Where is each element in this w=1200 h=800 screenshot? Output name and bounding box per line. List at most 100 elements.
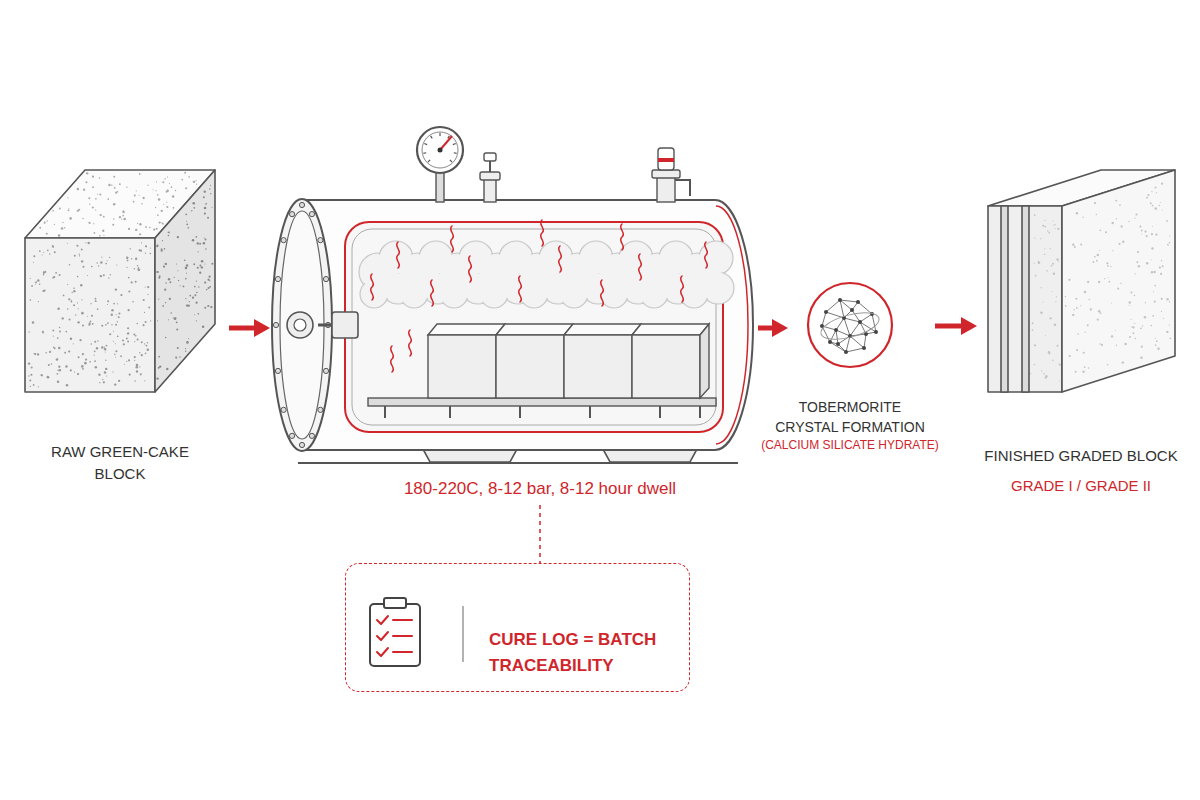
block-texture-part xyxy=(78,209,80,211)
block-texture-part xyxy=(186,221,187,222)
block-texture-part xyxy=(82,353,84,355)
heat-wave-part xyxy=(681,276,684,302)
block-texture-part xyxy=(1046,270,1048,272)
block-texture-part xyxy=(1169,301,1170,302)
gauge-ticks-part xyxy=(450,160,452,162)
block-texture-part xyxy=(1074,246,1076,248)
valve-body xyxy=(484,178,496,202)
block-texture-part xyxy=(133,334,135,336)
block-texture-part xyxy=(83,189,85,191)
block-texture-part xyxy=(39,227,41,229)
block-texture-part xyxy=(156,271,158,273)
block-texture-part xyxy=(108,184,111,187)
block-texture-part xyxy=(1074,309,1075,310)
block-texture-part xyxy=(112,224,114,226)
crystal-lattice-part xyxy=(844,350,848,354)
block-texture-part xyxy=(120,355,122,357)
block-texture-part xyxy=(139,195,140,196)
block-texture-part xyxy=(1129,305,1130,306)
block-texture-part xyxy=(116,314,117,315)
block-texture-part xyxy=(30,299,32,301)
block-texture-part xyxy=(136,190,137,191)
block-texture-part xyxy=(59,327,61,329)
block-texture-part xyxy=(158,198,161,201)
crystal-lattice-part xyxy=(856,300,860,304)
block-texture-part xyxy=(1135,273,1136,274)
block-texture-part xyxy=(33,262,34,263)
door-bolts-part xyxy=(289,212,294,217)
block-texture-part xyxy=(52,210,54,212)
crystal-label: TOBERMORITE CRYSTAL FORMATION xyxy=(769,397,931,437)
block-texture-part xyxy=(162,181,164,183)
block-texture-part xyxy=(99,235,101,237)
block-texture-part xyxy=(88,324,90,326)
block-texture-part xyxy=(94,232,96,234)
block-texture-part xyxy=(28,331,29,332)
block-texture-part xyxy=(106,376,107,377)
block-texture-part xyxy=(137,268,139,270)
block-texture-part xyxy=(1169,242,1171,244)
block-texture-part xyxy=(89,361,91,363)
block-texture-part xyxy=(140,250,142,252)
block-texture-part xyxy=(177,236,179,238)
block-texture-part xyxy=(205,203,207,205)
block-texture-part xyxy=(133,201,135,203)
crystal-lattice-part xyxy=(836,330,838,344)
steam-cloud-part xyxy=(362,282,387,307)
block-texture-part xyxy=(199,272,201,274)
block-texture-part xyxy=(113,203,115,205)
block-texture-part xyxy=(1150,202,1152,204)
block-texture-part xyxy=(1087,324,1089,326)
block-texture-part xyxy=(192,297,194,299)
block-texture-part xyxy=(67,284,68,285)
block-texture-part xyxy=(144,343,145,344)
block-texture-part xyxy=(111,309,113,311)
crystal-lattice-part xyxy=(818,308,882,345)
steam-cloud-part xyxy=(442,282,467,307)
block-texture-part xyxy=(210,193,211,194)
block-texture-part xyxy=(188,176,190,178)
block-texture-part xyxy=(139,352,140,353)
block-texture-part xyxy=(111,314,113,316)
crystal-lattice-part xyxy=(850,308,854,312)
block-texture-part xyxy=(76,245,78,247)
block-texture-part xyxy=(1153,291,1154,292)
block-texture-part xyxy=(1042,225,1044,227)
check-lines xyxy=(393,620,412,652)
block-texture-part xyxy=(173,317,174,318)
block-texture-part xyxy=(1141,233,1142,234)
block-texture-part xyxy=(157,245,159,247)
block-texture-part xyxy=(65,331,67,333)
flow-arrow xyxy=(935,324,961,329)
block-texture-part xyxy=(135,335,137,337)
block-texture-part xyxy=(1038,261,1040,263)
block-texture-part xyxy=(1048,232,1050,234)
block-texture-part xyxy=(180,285,181,286)
block-texture-part xyxy=(157,214,159,216)
block-texture-part xyxy=(138,269,141,272)
block-texture-part xyxy=(117,321,118,322)
block-texture-part xyxy=(186,264,189,267)
block-texture-part xyxy=(1049,317,1051,319)
block-texture-part xyxy=(1138,265,1140,267)
block-texture-part xyxy=(116,264,117,265)
gauge-ticks-part xyxy=(454,152,457,154)
block-texture-part xyxy=(159,221,161,223)
block-texture-part xyxy=(92,206,94,208)
block-texture-part xyxy=(164,178,165,179)
block-texture-part xyxy=(1154,285,1156,287)
block-texture-part xyxy=(78,308,79,309)
block-texture-part xyxy=(107,304,108,305)
block-texture-part xyxy=(150,247,151,248)
block-texture-part xyxy=(1151,247,1153,249)
block-texture-part xyxy=(195,236,197,238)
block-texture-part xyxy=(145,321,147,323)
heat-wave-part xyxy=(431,280,434,306)
block-texture-part xyxy=(1055,301,1056,302)
block-texture-part xyxy=(1040,238,1041,239)
block-texture-part xyxy=(127,341,129,343)
block-texture xyxy=(1030,183,1171,382)
block-texture-part xyxy=(73,287,75,289)
block-texture-part xyxy=(181,179,183,181)
block-texture-part xyxy=(99,382,100,383)
